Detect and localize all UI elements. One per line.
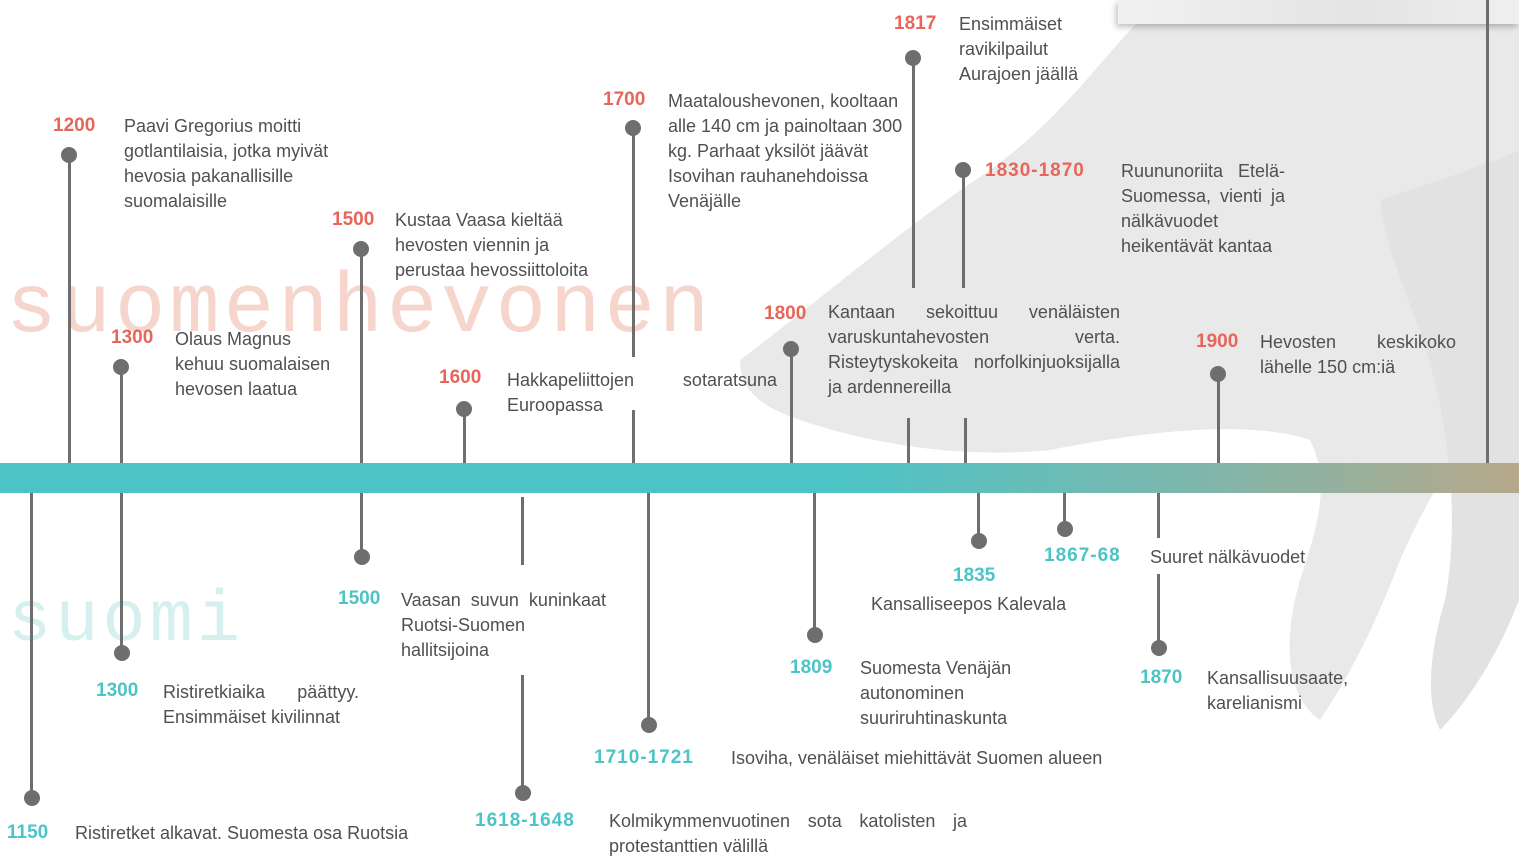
event-text: Ruununoriita Etelä-Suomessa, vienti ja n… [1121, 161, 1285, 256]
connector-line [30, 493, 33, 798]
event-text: Suuret nälkävuodet [1150, 547, 1306, 567]
timeline-dot [905, 50, 921, 66]
timeline-dot [807, 627, 823, 643]
timeline-dot [456, 401, 472, 417]
timeline-dot [783, 341, 799, 357]
event-text: Kantaan sekoittuu venäläisten varuskunta… [828, 302, 1120, 397]
event-year: 1500 [338, 588, 381, 609]
connector-line [1217, 378, 1220, 463]
event-text: Vaasan suvun kuninkaat Ruotsi-Suomen hal… [401, 590, 606, 660]
connector-line [120, 493, 123, 651]
event-text: Hevosten keskikoko lähelle 150 cm:iä [1260, 332, 1456, 377]
event-year: 1200 [53, 115, 96, 136]
connector-line [1486, 0, 1489, 463]
timeline-dot [353, 241, 369, 257]
timeline-dot [61, 147, 77, 163]
event-year: 1830-1870 [985, 160, 1085, 181]
timeline-dot [625, 120, 641, 136]
connector-line [1063, 493, 1066, 527]
event-year: 1150 [7, 822, 49, 843]
connector-line [632, 410, 635, 463]
event-text: Kansalliseepos Kalevala [871, 594, 1067, 614]
connector-line [463, 410, 466, 463]
connector-line [790, 350, 793, 463]
timeline-bar [0, 463, 1519, 493]
connector-line [521, 675, 524, 791]
event-year: 1710-1721 [594, 747, 694, 768]
event-text: Ristiretkiaika päättyy. Ensimmäiset kivi… [163, 682, 359, 727]
connector-line [647, 493, 650, 725]
event-year: 1500 [332, 209, 375, 230]
timeline-dot [114, 645, 130, 661]
event-text: Kolmikymmenvuotinen sota katolisten ja p… [609, 811, 967, 856]
connector-line [1157, 493, 1160, 538]
connector-line [907, 418, 910, 463]
timeline-dot [515, 785, 531, 801]
connector-line [977, 493, 980, 541]
connector-line [962, 172, 965, 288]
event-text: Paavi Gregorius moitti gotlantilaisia, j… [124, 116, 329, 211]
event-text: Kustaa Vaasa kieltää hevosten viennin ja… [395, 210, 589, 280]
connector-line [120, 368, 123, 463]
event-text: Suomesta Venäjän autonominen suuriruhtin… [860, 658, 1012, 728]
event-year: 1300 [111, 327, 154, 348]
timeline-dot [354, 549, 370, 565]
event-year: 1809 [790, 657, 833, 678]
event-text: Isoviha, venäläiset miehittävät Suomen a… [731, 748, 1103, 768]
connector-line [360, 493, 363, 555]
event-year: 1800 [764, 303, 807, 324]
connector-line [68, 155, 71, 463]
event-year: 1700 [603, 89, 646, 110]
event-text: Kansallisuusaate, karelianismi [1207, 668, 1349, 713]
connector-line [912, 60, 915, 288]
event-year: 1870 [1140, 667, 1183, 688]
event-year: 1867-68 [1044, 545, 1121, 566]
event-text: Ensimmäiset ravikilpailut Aurajoen jääll… [959, 14, 1079, 84]
timeline-dot [971, 533, 987, 549]
connector-line [813, 493, 816, 635]
connector-line [1157, 574, 1160, 646]
photo-strip [1118, 0, 1519, 24]
timeline-dot [113, 359, 129, 375]
event-text: Olaus Magnus kehuu suomalaisen hevosen l… [175, 329, 331, 399]
event-text: Maataloushevonen, kooltaan alle 140 cm j… [668, 91, 903, 211]
event-year: 1300 [96, 680, 139, 701]
timeline-dot [1210, 366, 1226, 382]
event-year: 1817 [894, 13, 937, 34]
watermark-suomenhevonen: suomenhevonen [6, 262, 714, 357]
event-text: Hakkapeliittojen sotaratsuna Euroopassa [507, 370, 777, 415]
timeline-dot [24, 790, 40, 806]
timeline-dot [955, 162, 971, 178]
event-year: 1900 [1196, 331, 1239, 352]
event-year: 1618-1648 [475, 810, 575, 831]
timeline-dot [641, 717, 657, 733]
connector-line [360, 250, 363, 463]
connector-line [521, 497, 524, 565]
connector-line [964, 418, 967, 463]
timeline-dot [1057, 521, 1073, 537]
event-text: Ristiretket alkavat. Suomesta osa Ruotsi… [75, 823, 409, 843]
timeline-dot [1151, 640, 1167, 656]
event-year: 1600 [439, 367, 482, 388]
connector-line [632, 130, 635, 357]
event-year: 1835 [953, 565, 996, 586]
